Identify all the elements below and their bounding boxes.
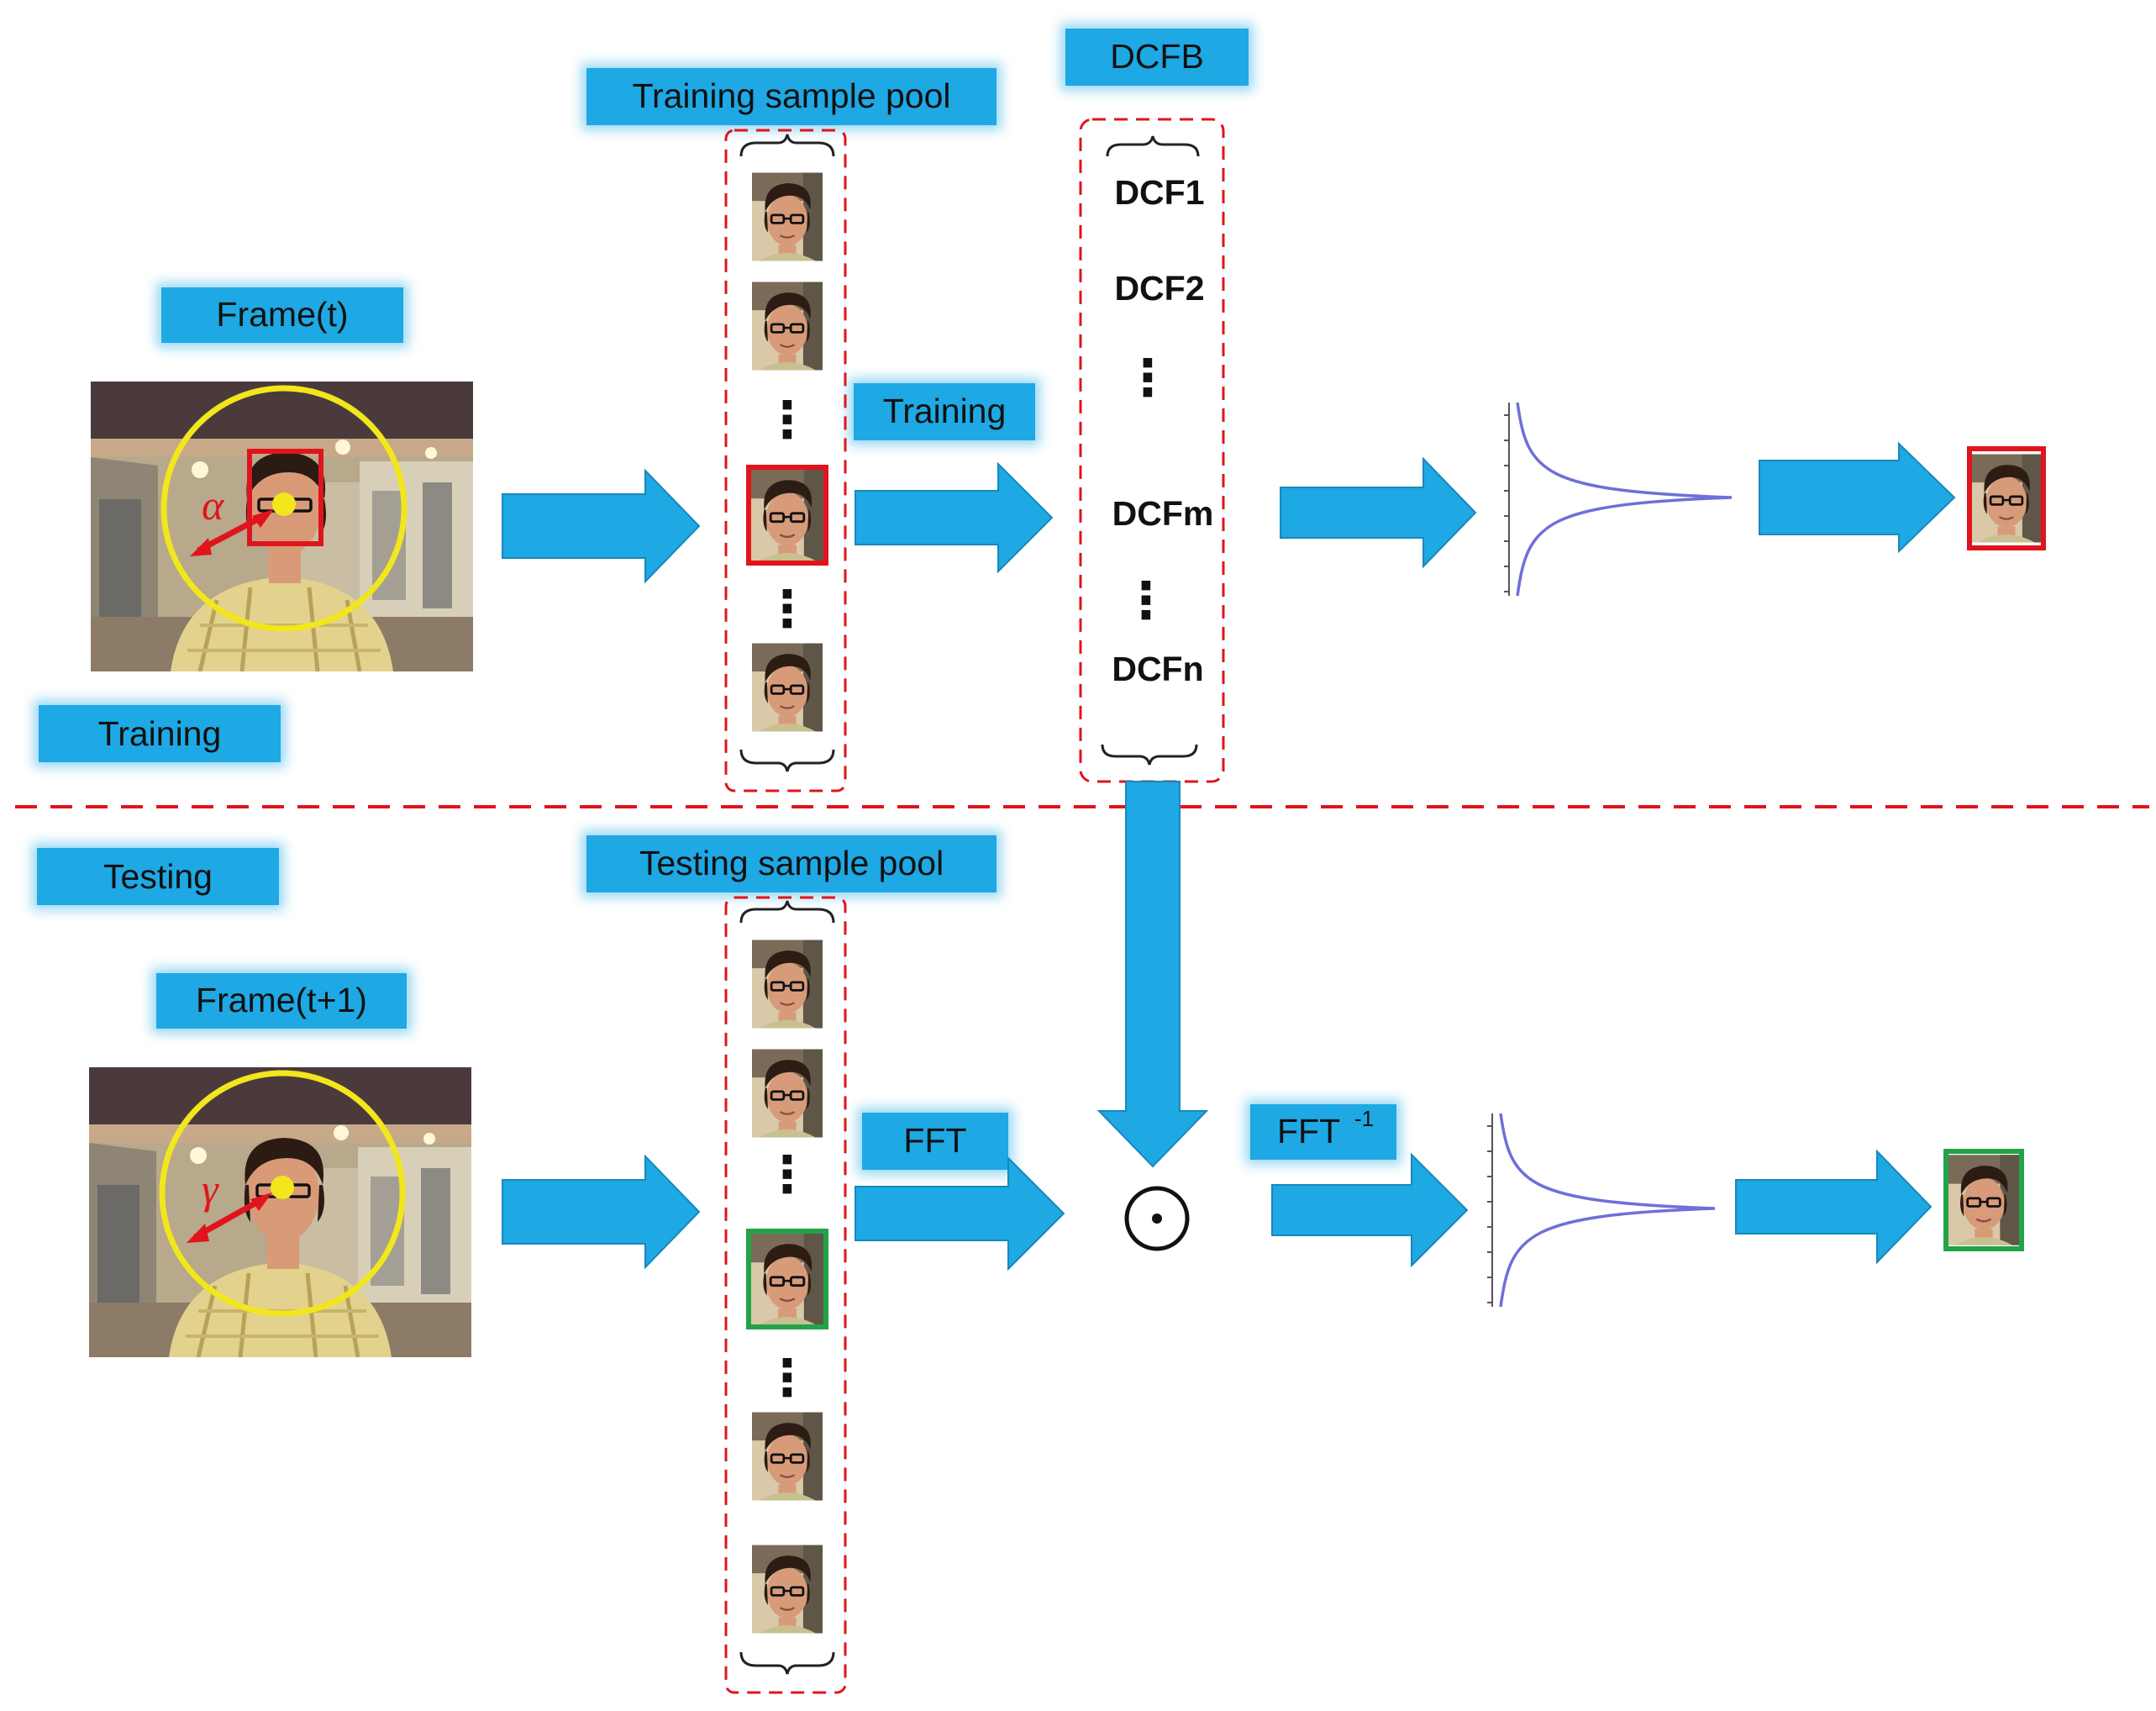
search-region-circle (159, 1070, 406, 1317)
arrow-right (502, 1154, 701, 1270)
testing-result (1943, 1149, 2024, 1251)
svg-text:⋮: ⋮ (1121, 572, 1171, 629)
svg-text:Training: Training (883, 392, 1007, 430)
svg-text:Testing sample pool: Testing sample pool (639, 844, 944, 882)
label-fft: FFT (857, 1108, 1013, 1175)
testing-sample-pool: ⋮ ⋮ (724, 896, 847, 1694)
target-center-dot (272, 492, 296, 516)
dcf-bank: DCF1 DCF2 ⋮ DCFm ⋮ DCFn (1079, 118, 1225, 783)
svg-text:Training sample pool: Training sample pool (632, 76, 950, 115)
elementwise-product-operator (1124, 1186, 1190, 1251)
frame-t1-image: γ (89, 1067, 471, 1357)
target-center-dot (271, 1176, 294, 1199)
label-training-pool: Training sample pool (581, 63, 1002, 130)
svg-text:⋮: ⋮ (762, 1350, 812, 1406)
gaussian-response-icon (1486, 1112, 1717, 1308)
svg-text:DCFB: DCFB (1110, 37, 1204, 76)
face-thumbnail-icon (752, 1412, 823, 1501)
arrow-right (1271, 1152, 1469, 1268)
arrow-right (855, 1156, 1065, 1271)
result-box (1967, 446, 2046, 550)
svg-text:FFT: FFT (903, 1121, 966, 1160)
svg-text:⋮: ⋮ (1123, 350, 1173, 406)
search-region-circle (160, 385, 408, 632)
arrow-right (1759, 441, 1956, 554)
svg-text:Frame(t+1): Frame(t+1) (196, 981, 367, 1019)
label-testing-section: Testing (32, 843, 284, 910)
training-sample-pool: ⋮ ⋮ (724, 129, 847, 792)
face-thumbnail-icon (1971, 453, 2042, 544)
dcf-item: DCF1 (1114, 173, 1204, 212)
label-inverse-fft: FFT -1 (1245, 1099, 1401, 1165)
arrow-down (1096, 781, 1209, 1168)
result-box (1943, 1149, 2024, 1251)
dcf-item: DCF2 (1114, 269, 1204, 308)
arrow-right (1280, 456, 1477, 569)
svg-text:Training: Training (98, 714, 222, 753)
frame-t-image: α (91, 382, 473, 671)
svg-text:FFT: FFT (1277, 1112, 1340, 1150)
svg-text:-1: -1 (1354, 1106, 1374, 1131)
svg-text:⋮: ⋮ (762, 392, 812, 448)
face-thumbnail-icon (752, 172, 823, 261)
arrow-right (1735, 1149, 1933, 1265)
target-box (247, 449, 323, 546)
label-dcfb: DCFB (1060, 24, 1254, 91)
gaussian-response-icon (1502, 401, 1733, 598)
arrow-right (502, 468, 701, 584)
face-thumbnail-icon (752, 940, 823, 1029)
face-thumbnail-icon (750, 1233, 824, 1325)
face-thumbnail-icon (752, 1545, 823, 1634)
svg-text:Testing: Testing (103, 857, 213, 896)
offset-arrow (193, 1194, 267, 1240)
training-result (1967, 446, 2046, 550)
svg-text:Frame(t): Frame(t) (216, 295, 348, 334)
svg-text:⋮: ⋮ (762, 1146, 812, 1203)
svg-text:⋮: ⋮ (762, 581, 812, 637)
positive-sample-box (746, 465, 828, 566)
label-frame-t: Frame(t) (156, 282, 408, 348)
label-frame-t1: Frame(t+1) (151, 968, 412, 1034)
face-thumbnail-icon (752, 643, 823, 732)
arrow-right (855, 461, 1054, 574)
face-thumbnail-icon (752, 1049, 823, 1138)
svg-text:γ: γ (202, 1166, 219, 1213)
svg-text:α: α (202, 482, 225, 529)
flow-arrows (502, 441, 1956, 1271)
label-testing-pool: Testing sample pool (581, 830, 1002, 898)
face-thumbnail-icon (750, 469, 824, 561)
face-thumbnail-icon (1948, 1153, 2020, 1247)
label-training-step: Training (849, 378, 1040, 445)
face-thumbnail-icon (752, 282, 823, 371)
label-training-section: Training (34, 700, 286, 767)
positive-sample-box (746, 1229, 828, 1329)
dcf-item: DCFm (1112, 494, 1214, 533)
dcf-item: DCFn (1112, 650, 1203, 688)
